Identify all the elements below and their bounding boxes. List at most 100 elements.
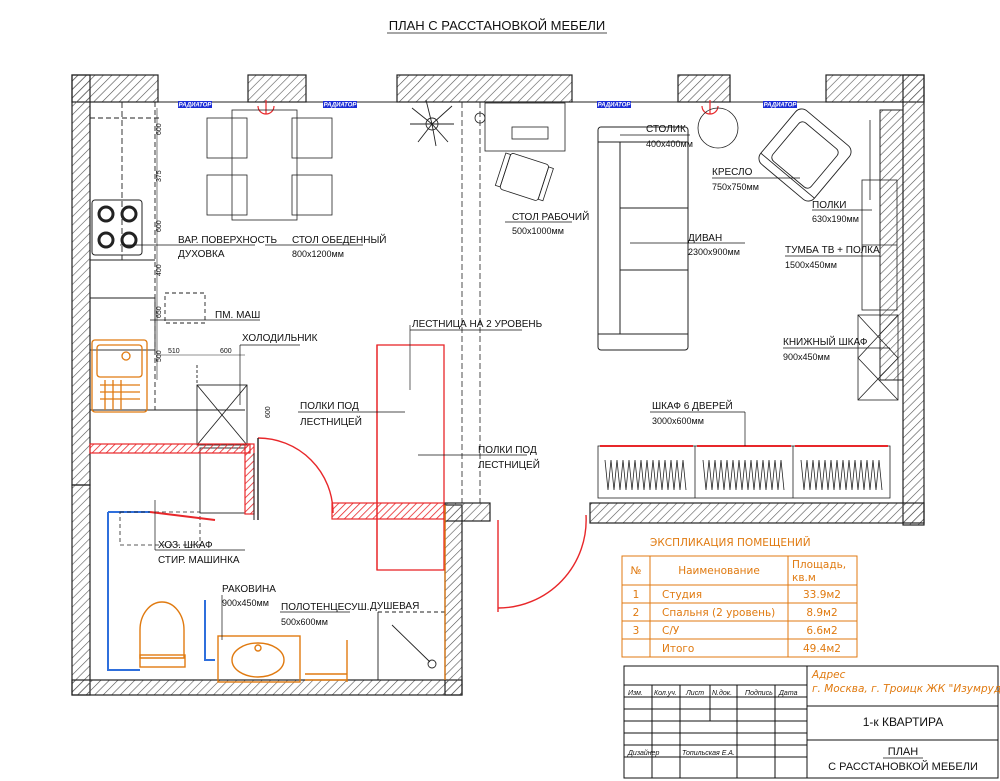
dimension-label: 400 (156, 264, 163, 276)
dining-table (206, 109, 333, 221)
label-sofa: ДИВАН (688, 233, 722, 244)
explication-cell: Спальня (2 уровень) (662, 607, 775, 619)
stamp-col-list: Лист (685, 690, 704, 697)
dimension-label: 510 (168, 348, 180, 355)
radiator-label: РАДИАТОР (764, 103, 798, 109)
explication-cell: 49.4м2 (803, 643, 841, 655)
label-towel-dryer-size: 500х600мм (281, 617, 328, 627)
radiator (178, 101, 212, 108)
radiator-label: РАДИАТОР (179, 103, 213, 109)
radiators: РАДИАТОР РАДИАТОР РАДИАТОР РАДИАТОР (178, 101, 797, 109)
label-oven: ДУХОВКА (178, 249, 225, 260)
explication-header-num: № (631, 565, 642, 577)
stamp-col-sign: Подпись (745, 689, 773, 697)
label-bookcase-size: 900х450мм (783, 352, 830, 362)
radiator (597, 101, 631, 108)
window-marks (257, 100, 719, 115)
stamp-sheet-subtitle: С РАССТАНОВКОЙ МЕБЕЛИ (828, 760, 978, 773)
explication-cell: 1 (633, 589, 640, 601)
label-washbasin: РАКОВИНА (222, 584, 276, 595)
radiator-label: РАДИАТОР (598, 103, 632, 109)
wardrobe (597, 445, 891, 499)
dimension-label: 600 (265, 406, 272, 418)
label-shelves-under-stairs: ЛЕСТНИЦЕЙ (300, 415, 362, 428)
label-shelves-under-stairs: ПОЛКИ ПОД (478, 445, 537, 456)
explication-cell: 33.9м2 (803, 589, 841, 601)
labels: ВАР. ПОВЕРХНОСТЬ ДУХОВКА СТОЛ ОБЕДЕННЫЙ … (120, 124, 890, 640)
cooktop-icon (91, 199, 143, 256)
title-block: Изм. Кол.уч. Лист N.док. Подпись Дата Ди… (623, 665, 1000, 779)
label-tv-stand-size: 1500х450мм (785, 260, 837, 270)
explication-cell: С/У (662, 625, 680, 637)
stamp-col-kol: Кол.уч. (654, 690, 677, 697)
radiator (763, 101, 797, 108)
washbasin-icon (217, 635, 301, 683)
explication-header-area: Площадь, (792, 559, 846, 571)
kitchen-counter (89, 102, 245, 411)
label-tv-stand: ТУМБА ТВ + ПОЛКА (785, 245, 880, 256)
tv-stand (857, 120, 899, 401)
dimension-label: 600 (220, 348, 232, 355)
label-sofa-size: 2300х900мм (688, 247, 740, 257)
label-desk-size: 500х1000мм (512, 226, 564, 236)
stamp-project: 1-к КВАРТИРА (863, 715, 943, 729)
stamp-col-izm: Изм. (628, 690, 643, 697)
explication-cell: Студия (662, 589, 702, 601)
label-shelves: ПОЛКИ (812, 200, 846, 211)
explication-cell: 2 (633, 607, 640, 619)
stamp-col-ndoc: N.док. (712, 689, 732, 697)
dimension-label: 600 (156, 123, 163, 135)
label-washing-machine: СТИР. МАШИНКА (158, 555, 240, 566)
radiator (323, 101, 357, 108)
stamp-col-date: Дата (778, 690, 798, 697)
label-bookcase: КНИЖНЫЙ ШКАФ (783, 335, 868, 348)
label-shelves-under-stairs: ЛЕСТНИЦЕЙ (478, 458, 540, 471)
label-armchair: КРЕСЛО (712, 167, 753, 178)
towel-dryer-icon (305, 640, 348, 682)
explication-cell: 8.9м2 (806, 607, 837, 619)
dimension-label: 650 (156, 306, 163, 318)
stamp-sheet-title: ПЛАН (888, 746, 918, 758)
label-shelves-size: 630х190мм (812, 214, 859, 224)
explication-header-name: Наименование (678, 565, 760, 577)
stamp-designer-name: Топильская Е.А. (682, 750, 735, 757)
label-wardrobe-size: 3000х600мм (652, 416, 704, 426)
label-desk: СТОЛ РАБОЧИЙ (512, 210, 589, 223)
label-wardrobe: ШКАФ 6 ДВЕРЕЙ (652, 399, 733, 412)
label-cooktop: ВАР. ПОВЕРХНОСТЬ (178, 235, 278, 246)
exterior-walls (71, 74, 925, 696)
doors (257, 437, 587, 612)
radiator-label: РАДИАТОР (324, 103, 358, 109)
plant-icon (410, 99, 454, 147)
label-stairs: ЛЕСТНИЦА НА 2 УРОВЕНЬ (412, 319, 543, 330)
plan-title: ПЛАН С РАССТАНОВКОЙ МЕБЕЛИ (389, 18, 606, 33)
label-washbasin-size: 900х450мм (222, 598, 269, 608)
shower-icon (377, 611, 445, 680)
kitchen-sink-icon (91, 339, 148, 413)
kitchen-dimensions: 600 375 600 400 650 500 510 600 600 (156, 108, 272, 418)
label-shelves-under-stairs: ПОЛКИ ПОД (300, 401, 359, 412)
stairs (376, 344, 445, 571)
armchair (758, 108, 852, 202)
toilet-icon (139, 601, 186, 668)
label-fridge: ХОЛОДИЛЬНИК (242, 333, 318, 344)
explication-title: ЭКСПЛИКАЦИЯ ПОМЕЩЕНИЙ (650, 536, 811, 549)
label-coffee-table-size: 400х400мм (646, 139, 693, 149)
dimension-label: 600 (156, 220, 163, 232)
explication-cell: Итого (662, 643, 694, 655)
explication-cell: 6.6м2 (806, 625, 837, 637)
explication-cell: 3 (633, 625, 640, 637)
bathroom-fixtures (107, 505, 446, 683)
label-coffee-table: СТОЛИК (646, 124, 686, 135)
stamp-designer-label: Дизайнер (627, 749, 660, 757)
dimension-label: 500 (156, 350, 163, 362)
label-dining-table-size: 800х1200мм (292, 249, 344, 259)
fridge-icon (196, 365, 248, 514)
stamp-address: г. Москва, г. Троицк ЖК "Изумрудный" (812, 683, 1000, 695)
label-utility-cabinet: ХОЗ. ШКАФ (158, 540, 213, 551)
label-dining-table: СТОЛ ОБЕДЕННЫЙ (292, 233, 387, 246)
explication-header-area-unit: кв.м (792, 572, 816, 584)
label-armchair-size: 750х750мм (712, 182, 759, 192)
explication-table: ЭКСПЛИКАЦИЯ ПОМЕЩЕНИЙ № Наименование Пло… (621, 536, 858, 658)
